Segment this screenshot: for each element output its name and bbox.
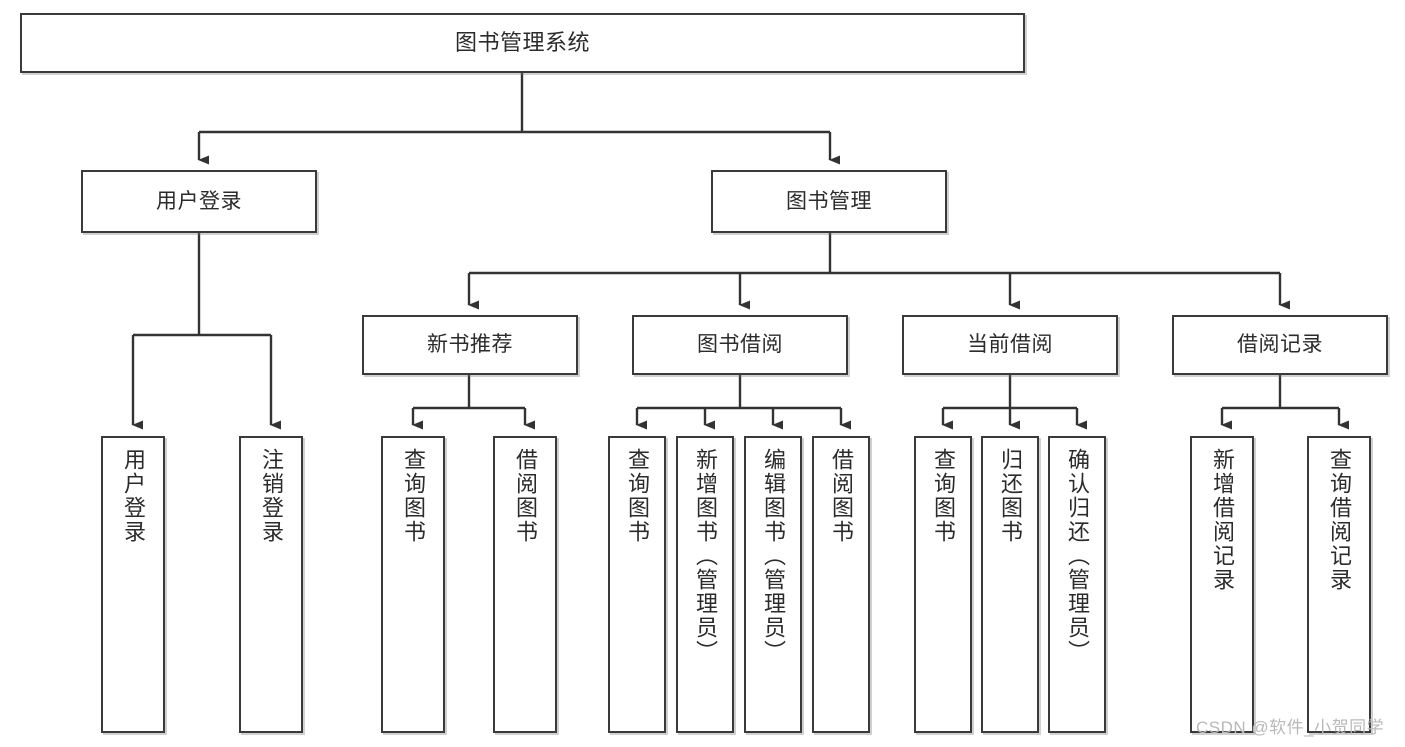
node-label: 查询图书	[930, 448, 956, 544]
node-label: 归还图书	[997, 448, 1023, 544]
leaf-borrow-book-borrowing[interactable]: 借阅图书	[812, 436, 870, 733]
leaf-borrow-book-newbook[interactable]: 借阅图书	[493, 436, 557, 733]
node-label: 图书借阅	[697, 333, 783, 357]
leaf-query-book-current[interactable]: 查询图书	[914, 436, 972, 733]
node-label: 用户登录	[156, 189, 242, 213]
node-label: 确认归还（管理员）	[1064, 448, 1090, 664]
leaf-edit-book-admin[interactable]: 编辑图书（管理员）	[744, 436, 802, 733]
leaf-query-borrow-record[interactable]: 查询借阅记录	[1307, 436, 1371, 733]
node-label: 借阅记录	[1237, 333, 1323, 357]
leaf-confirm-return-admin[interactable]: 确认归还（管理员）	[1048, 436, 1106, 733]
node-label: 借阅图书	[828, 448, 854, 544]
leaf-add-book-admin[interactable]: 新增图书（管理员）	[676, 436, 734, 733]
leaf-query-book-borrowing[interactable]: 查询图书	[608, 436, 666, 733]
node-label: 用户登录	[120, 448, 146, 544]
node-root-book-management-system[interactable]: 图书管理系统	[20, 13, 1025, 73]
leaf-add-borrow-record[interactable]: 新增借阅记录	[1190, 436, 1254, 733]
leaf-logout[interactable]: 注销登录	[239, 436, 303, 733]
node-label: 新增图书（管理员）	[692, 448, 718, 664]
csdn-watermark: CSDN @软件_小贺同学	[1196, 718, 1385, 737]
node-label: 查询借阅记录	[1326, 448, 1352, 592]
node-label: 编辑图书（管理员）	[760, 448, 786, 664]
node-label: 图书管理	[786, 189, 872, 213]
node-label: 查询图书	[624, 448, 650, 544]
node-book-management[interactable]: 图书管理	[711, 170, 947, 233]
leaf-user-login[interactable]: 用户登录	[101, 436, 165, 733]
node-new-book-recommendation[interactable]: 新书推荐	[362, 315, 578, 375]
node-label: 新增借阅记录	[1209, 448, 1235, 592]
leaf-return-book[interactable]: 归还图书	[981, 436, 1039, 733]
node-user-login[interactable]: 用户登录	[81, 170, 317, 233]
node-label: 查询图书	[400, 448, 426, 544]
node-current-borrowing[interactable]: 当前借阅	[902, 315, 1118, 375]
node-borrow-records[interactable]: 借阅记录	[1172, 315, 1388, 375]
node-label: 新书推荐	[427, 333, 513, 357]
node-label: 注销登录	[258, 448, 284, 544]
node-book-borrowing[interactable]: 图书借阅	[632, 315, 848, 375]
leaf-query-book-newbook[interactable]: 查询图书	[381, 436, 445, 733]
node-label: 当前借阅	[967, 333, 1053, 357]
node-label: 图书管理系统	[454, 29, 590, 55]
node-label: 借阅图书	[512, 448, 538, 544]
